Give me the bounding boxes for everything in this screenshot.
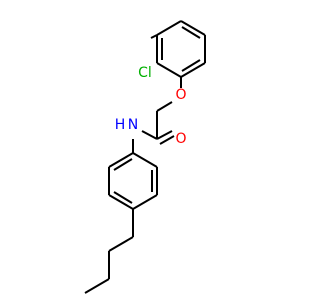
bond xyxy=(84,278,110,294)
bond-c-o-carbonyl-second xyxy=(159,135,175,145)
chlorophenyl-ring xyxy=(156,20,206,78)
bond xyxy=(156,20,182,36)
amide-nitrogen-label: N xyxy=(128,117,138,133)
bond xyxy=(108,236,134,252)
butyl-chain xyxy=(84,209,134,294)
double-bond-inner xyxy=(113,158,133,171)
bond-o-ch2 xyxy=(156,101,173,112)
double-bond-inner xyxy=(181,26,201,39)
molecule-structure: Cl O O N H xyxy=(84,20,206,294)
bond xyxy=(132,194,158,210)
bond xyxy=(180,20,206,36)
chlorine-label: Cl xyxy=(138,65,152,81)
bond xyxy=(180,62,206,78)
bond-carbonyl-n xyxy=(141,130,158,140)
atom-carbonyl-oxygen: O xyxy=(175,131,186,147)
bond xyxy=(132,152,158,168)
double-bond-inner xyxy=(181,59,201,72)
bond-c-cl xyxy=(150,34,158,39)
carbonyl-oxygen-label: O xyxy=(175,131,186,147)
butylphenyl-ring xyxy=(108,152,158,210)
atom-ether-oxygen: O xyxy=(175,87,186,103)
atom-amide-nitrogen: N H xyxy=(115,117,139,133)
ether-oxygen-label: O xyxy=(175,87,186,103)
bond-c-o-carbonyl xyxy=(156,130,173,140)
bond xyxy=(108,194,134,210)
double-bond-inner xyxy=(113,191,133,204)
bond xyxy=(108,152,134,168)
atom-chlorine: Cl xyxy=(138,65,152,81)
bond xyxy=(156,62,182,78)
amide-hydrogen-label: H xyxy=(115,117,126,133)
